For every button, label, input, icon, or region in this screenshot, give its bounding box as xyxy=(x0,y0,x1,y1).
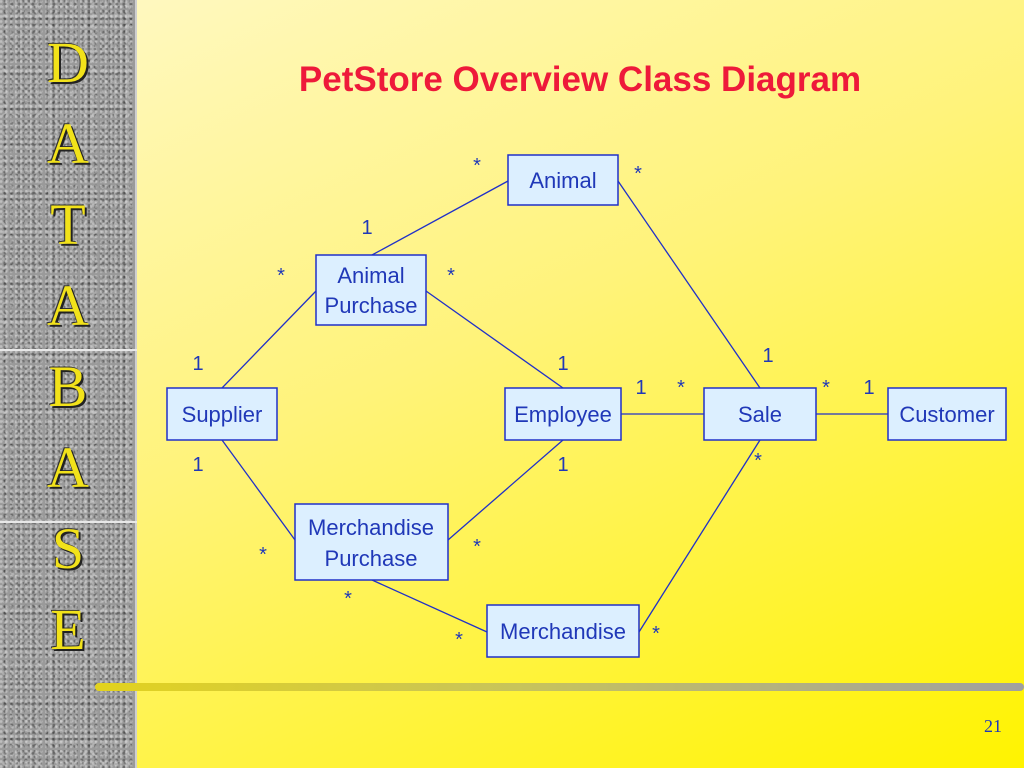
multiplicity-animal-purchase-animal-from: 1 xyxy=(361,217,372,239)
multiplicity-animal-purchase-animal-to: * xyxy=(473,155,481,177)
sidebar-letter: A xyxy=(47,111,89,176)
class-name-line: Merchandise xyxy=(308,515,434,540)
sidebar-letter: B xyxy=(48,354,88,419)
multiplicity-employee-sale-from: 1 xyxy=(635,377,646,399)
multiplicity-supplier-animal-purchase-from: 1 xyxy=(192,353,203,375)
association-line-animal-purchase-animal xyxy=(371,180,509,256)
class-box-border xyxy=(507,154,619,206)
class-box-animal[interactable]: Animal xyxy=(507,154,619,206)
class-name: Supplier xyxy=(182,402,263,427)
multiplicity-animal-purchase-employee-from: * xyxy=(447,265,455,287)
multiplicity-animal-sale-to: 1 xyxy=(762,345,773,367)
class-name: Animal xyxy=(529,168,596,193)
class-box-border xyxy=(504,387,622,441)
multiplicity-sale-merchandise-from: * xyxy=(754,450,762,472)
page-number: 21 xyxy=(984,716,1002,736)
sidebar-letter: D xyxy=(47,30,89,95)
class-name: Sale xyxy=(738,402,782,427)
multiplicity-animal-sale-from: * xyxy=(634,163,642,185)
class-box-border xyxy=(315,254,427,326)
class-name-line: Animal xyxy=(337,263,404,288)
class-box-border xyxy=(703,387,817,441)
association-line-sale-merchandise xyxy=(638,439,761,633)
class-box-border xyxy=(294,503,449,581)
sidebar-stone-panel: D A T A B A S E xyxy=(0,0,137,768)
class-name: Employee xyxy=(514,402,612,427)
multiplicity-sale-merchandise-to: * xyxy=(652,623,660,645)
class-box-border xyxy=(887,387,1007,441)
class-box-merchandise[interactable]: Merchandise xyxy=(486,604,640,658)
sidebar-divider xyxy=(0,521,137,523)
class-box-employee[interactable]: Employee xyxy=(504,387,622,441)
sidebar-divider xyxy=(0,349,137,351)
sidebar-letter: A xyxy=(47,273,89,338)
sidebar-letter: E xyxy=(50,597,86,662)
class-name-line: Purchase xyxy=(325,293,418,318)
association-line-supplier-merchandise-purchase xyxy=(221,439,296,541)
multiplicity-employee-sale-to: * xyxy=(677,377,685,399)
multiplicity-animal-purchase-employee-to: 1 xyxy=(557,353,568,375)
sidebar-letter: A xyxy=(47,435,89,500)
class-box-border xyxy=(166,387,278,441)
multiplicity-sale-customer-to: 1 xyxy=(863,377,874,399)
association-lines xyxy=(221,180,888,633)
class-box-merchandise-purchase[interactable]: Merchandise Purchase xyxy=(294,503,449,581)
multiplicity-sale-customer-from: * xyxy=(822,377,830,399)
footer-divider-bar xyxy=(95,683,1024,691)
multiplicity-employee-merchandise-purchase-from: 1 xyxy=(557,454,568,476)
class-name: Merchandise xyxy=(500,619,626,644)
multiplicity-supplier-merchandise-purchase-from: 1 xyxy=(192,454,203,476)
association-line-employee-merchandise-purchase xyxy=(447,439,564,541)
multiplicity-supplier-merchandise-purchase-to: * xyxy=(259,544,267,566)
association-line-animal-sale xyxy=(617,180,761,389)
class-box-border xyxy=(486,604,640,658)
sidebar-letter: S xyxy=(51,516,85,581)
multiplicity-labels: * 1 * 1 1 * * 1 1 * * 1 1 * 1 * * * * * xyxy=(192,155,874,651)
slide-title: PetStore Overview Class Diagram xyxy=(298,60,862,99)
class-name-line: Purchase xyxy=(325,546,418,571)
class-box-supplier[interactable]: Supplier xyxy=(166,387,278,441)
class-box-customer[interactable]: Customer xyxy=(887,387,1007,441)
association-line-supplier-animal-purchase xyxy=(221,290,317,389)
multiplicity-employee-merchandise-purchase-to: * xyxy=(473,536,481,558)
association-line-merchandise-purchase-merchandise xyxy=(371,579,488,633)
sidebar-letter: T xyxy=(50,192,86,257)
sidebar-database-lettering: D A T A B A S E xyxy=(18,22,118,670)
multiplicity-supplier-animal-purchase-to: * xyxy=(277,265,285,287)
class-name: Customer xyxy=(899,402,994,427)
association-line-animal-purchase-employee xyxy=(425,290,564,389)
class-box-sale[interactable]: Sale xyxy=(703,387,817,441)
multiplicity-merchandise-purchase-merchandise-from: * xyxy=(344,588,352,610)
class-box-animal-purchase[interactable]: Animal Purchase xyxy=(315,254,427,326)
multiplicity-merchandise-purchase-merchandise-to: * xyxy=(455,629,463,651)
